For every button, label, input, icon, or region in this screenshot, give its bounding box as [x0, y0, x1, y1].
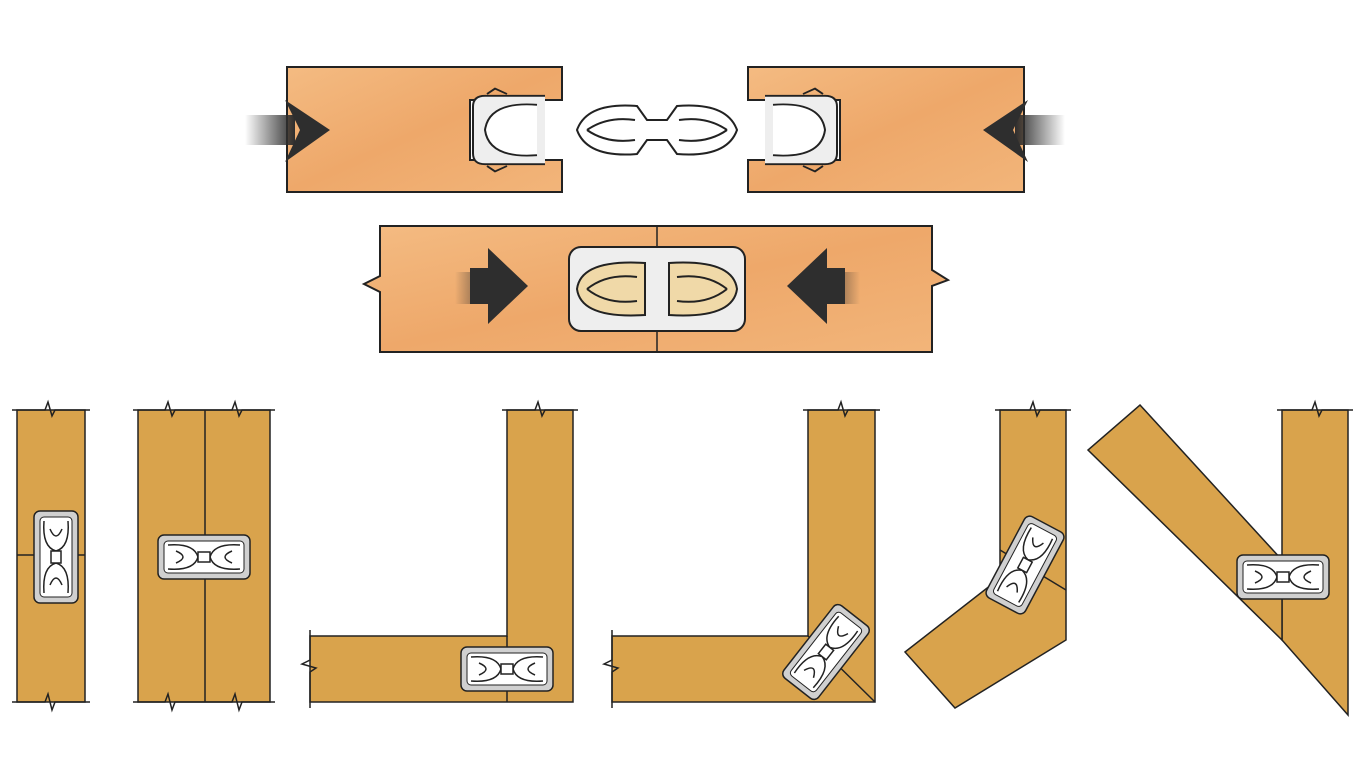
angled-joint: [903, 409, 1067, 709]
butt-corner-joint: [309, 409, 574, 703]
arrow-right-icon: [455, 248, 528, 324]
diagonal-joint: [1086, 403, 1349, 717]
break-marks: [12, 399, 1353, 713]
connector-clip-icon: [575, 104, 739, 156]
arrow-left-icon: [983, 100, 1065, 162]
side-joint: [137, 409, 271, 703]
arrow-left-icon: [787, 248, 860, 324]
joined-board: [361, 225, 951, 353]
straight-joint: [16, 409, 86, 703]
arrow-right-icon: [245, 100, 330, 162]
top-right-board: [747, 66, 1025, 193]
miter-corner-joint: [611, 409, 876, 703]
top-left-board: [286, 66, 563, 193]
